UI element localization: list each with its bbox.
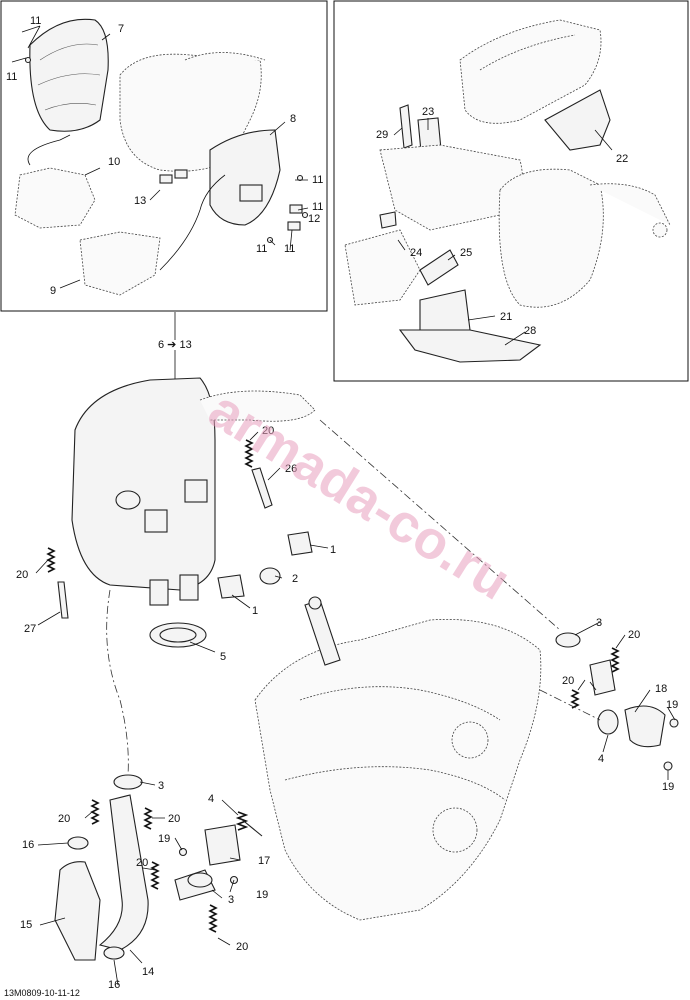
callout-19: 19 — [158, 833, 170, 845]
callout-20: 20 — [236, 941, 248, 953]
callout-18: 18 — [655, 683, 667, 695]
callout-15: 15 — [20, 919, 32, 931]
callout-19: 19 — [666, 699, 678, 711]
callout-20: 20 — [136, 857, 148, 869]
callout-19: 19 — [256, 889, 268, 901]
callout-16: 16 — [108, 979, 120, 991]
callout-2: 2 — [292, 573, 298, 585]
callout-11: 11 — [256, 243, 267, 255]
callout-4: 4 — [598, 753, 604, 765]
callout-21: 21 — [500, 311, 512, 323]
callout-11: 11 — [6, 71, 17, 83]
callout-17: 17 — [258, 855, 270, 867]
callout-10: 10 — [108, 156, 120, 168]
callout-20: 20 — [562, 675, 574, 687]
muffler-main — [71, 377, 316, 606]
seal-ring — [555, 632, 581, 648]
watermark: armada-co.ru — [199, 379, 521, 611]
callout-4: 4 — [208, 793, 214, 805]
callout-23: 23 — [422, 106, 434, 118]
callout-28: 28 — [524, 325, 536, 337]
inset-box-heat-shields: 11 11 7 10 13 8 11 11 12 11 11 9 — [0, 0, 328, 312]
callout-22: 22 — [616, 153, 628, 165]
inset-box-muffler-covers: 23 29 22 24 25 21 28 — [333, 0, 689, 382]
springs — [46, 439, 620, 933]
exhaust-flange — [624, 705, 666, 748]
callout-7: 7 — [118, 23, 124, 35]
callout-11: 11 — [312, 174, 323, 186]
callout-11: 11 — [312, 201, 323, 213]
callout-29: 29 — [376, 129, 388, 141]
callout-20: 20 — [628, 629, 640, 641]
callout-11: 11 — [284, 243, 295, 255]
engine-block — [254, 596, 542, 921]
bracket — [287, 531, 313, 556]
group-reference-label: 6 ➔ 13 — [158, 339, 192, 351]
callout-26: 26 — [285, 463, 297, 475]
callout-20: 20 — [58, 813, 70, 825]
callout-14: 14 — [142, 966, 154, 978]
exhaust-pipes — [54, 774, 263, 961]
diagram-code: 13M0809-10-11-12 — [4, 988, 80, 998]
callout-12: 12 — [308, 213, 320, 225]
callout-1: 1 — [252, 605, 258, 617]
callout-16: 16 — [22, 839, 34, 851]
callout-1: 1 — [330, 544, 336, 556]
callout-24: 24 — [410, 247, 422, 259]
callout-3: 3 — [596, 617, 602, 629]
callout-19: 19 — [662, 781, 674, 793]
callout-8: 8 — [290, 113, 296, 125]
callout-5: 5 — [220, 651, 226, 663]
callout-20: 20 — [262, 425, 274, 437]
callout-20: 20 — [16, 569, 28, 581]
callout-3: 3 — [228, 894, 234, 906]
callout-27: 27 — [24, 623, 36, 635]
callout-20: 20 — [168, 813, 180, 825]
callout-3: 3 — [158, 780, 164, 792]
callout-13: 13 — [134, 195, 146, 207]
callout-9: 9 — [50, 285, 56, 297]
callout-25: 25 — [460, 247, 472, 259]
callout-11: 11 — [30, 15, 41, 27]
